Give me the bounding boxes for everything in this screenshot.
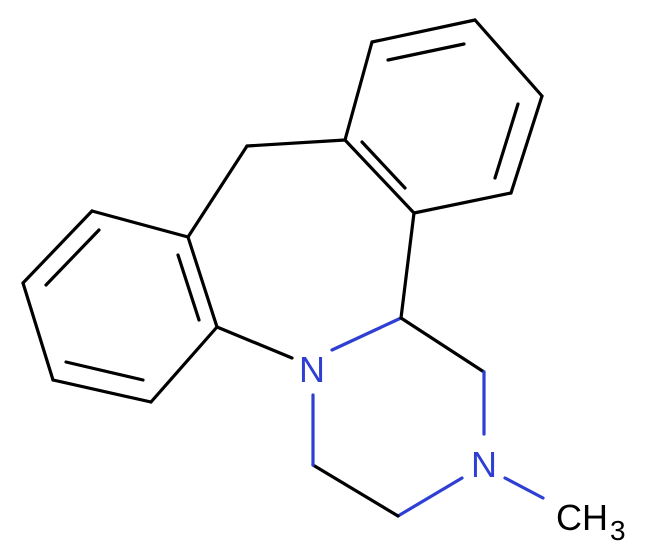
nitrogen-atom-label: N xyxy=(299,349,325,390)
benzene-ring-left xyxy=(21,209,219,404)
benzene-ring-top xyxy=(343,18,544,215)
central-ring xyxy=(186,138,416,360)
piperazine-ring xyxy=(311,316,545,518)
methyl-group-label: CH xyxy=(556,497,608,538)
methyl-subscript-label: 3 xyxy=(610,515,626,546)
nitrogen-atom-label: N xyxy=(471,444,497,485)
